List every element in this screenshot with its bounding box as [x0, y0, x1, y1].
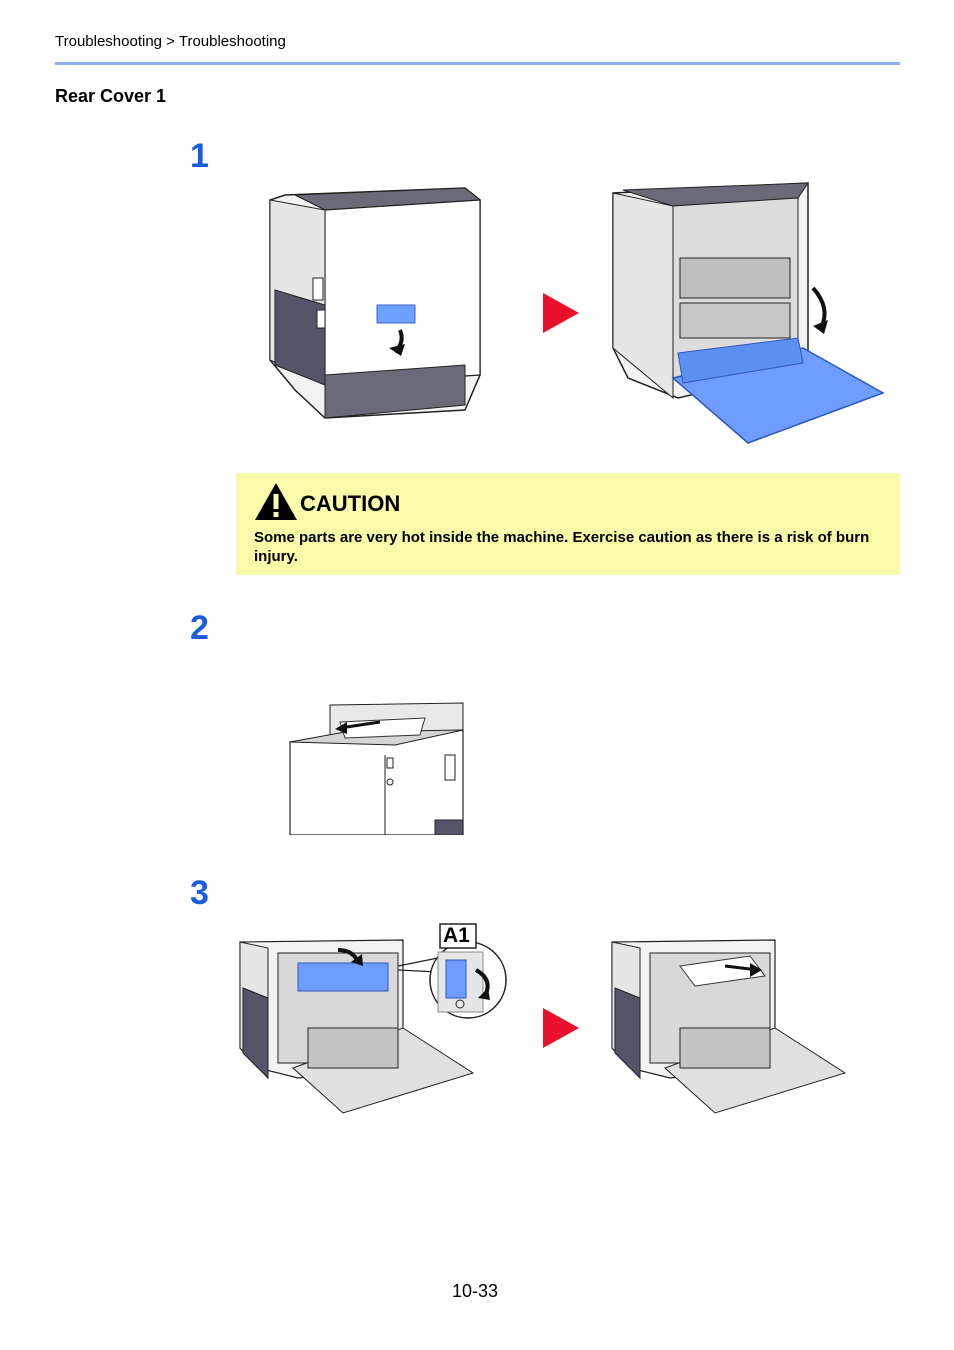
- printer-front-paper-illustration: [289, 702, 464, 835]
- printer-rear-closed-illustration: [269, 187, 482, 419]
- caution-label: CAUTION: [300, 491, 401, 516]
- caution-box: CAUTION Some parts are very hot inside t…: [236, 473, 900, 575]
- caution-text: Some parts are very hot inside the machi…: [254, 529, 870, 565]
- next-step-arrow-icon: [543, 293, 579, 333]
- step-number-3: 3: [190, 874, 209, 912]
- section-title: Rear Cover 1: [55, 86, 167, 106]
- header-rule: [55, 62, 900, 65]
- breadcrumb: Troubleshooting > Troubleshooting: [55, 33, 286, 50]
- step-number-2: 2: [190, 609, 209, 647]
- caution-header: CAUTION: [254, 481, 400, 521]
- remove-jammed-paper-illustration: [611, 939, 847, 1114]
- next-step-arrow-icon: [543, 1008, 579, 1048]
- callout-label: A1: [443, 924, 470, 947]
- printer-rear-open-illustration: [612, 182, 885, 444]
- step-number-1: 1: [190, 137, 209, 175]
- rear-unit-lever-illustration: [239, 939, 475, 1114]
- warning-triangle-icon: [255, 483, 297, 520]
- lever-a1-callout: [398, 923, 507, 1019]
- page-number: 10-33: [452, 1281, 499, 1301]
